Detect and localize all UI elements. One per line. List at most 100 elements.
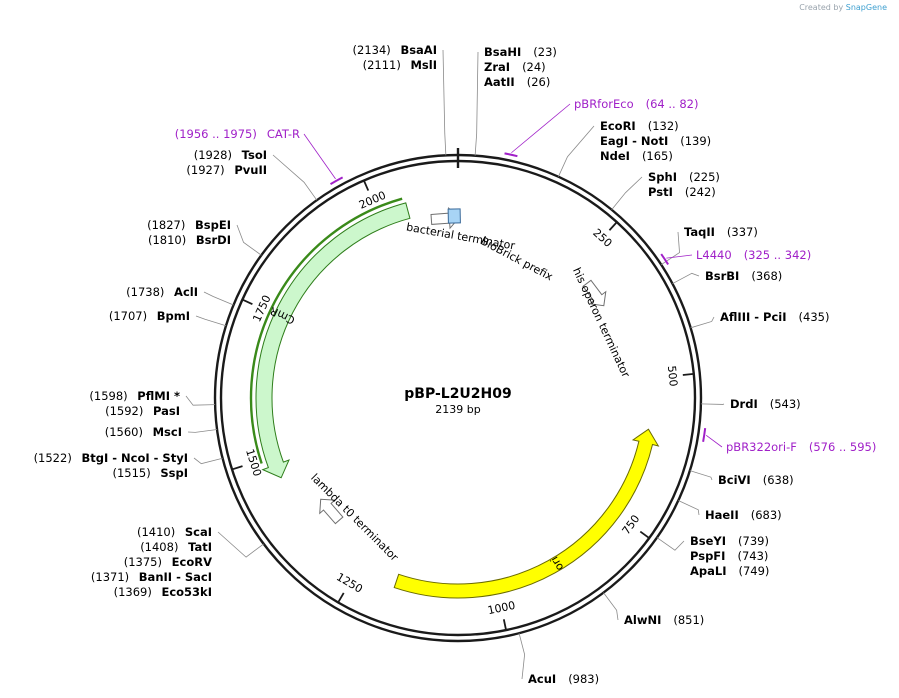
site-label: (1371) BanII - SacI [91, 570, 212, 584]
site-label: (1375) EcoRV [124, 555, 212, 569]
site-name: BpmI [157, 309, 190, 323]
site-position: (1927) [186, 163, 228, 177]
tick-mark [231, 465, 243, 471]
credit-brand: SnapGene [845, 3, 887, 12]
cmr-translation-bar [249, 197, 403, 464]
ori-feature-arrow [393, 428, 660, 599]
tick-label: 1000 [486, 599, 516, 617]
site-leader-line [272, 154, 318, 201]
primer-leader-line [511, 103, 571, 154]
site-leader-line [187, 429, 218, 433]
site-position: (368) [751, 269, 782, 283]
site-position: (638) [763, 473, 794, 487]
site-position: (1371) [91, 570, 133, 584]
site-position: (2134) [353, 43, 395, 57]
site-label: (1560) MscI [105, 425, 182, 439]
site-name: PasI [153, 404, 180, 418]
site-leader-line [700, 403, 725, 405]
primer-bar [660, 253, 669, 265]
site-leader-line [672, 272, 700, 285]
primer-range: (1956 .. 1975) [175, 127, 257, 141]
cmr-feature-arrow [255, 202, 411, 479]
his-operon-terminator-arrow [582, 279, 607, 307]
site-leader-line [193, 457, 223, 465]
his-operon-terminator-glyph [582, 279, 607, 307]
site-position: (1515) [112, 466, 154, 480]
tick-mark [639, 530, 650, 539]
tick-label: 1500 [243, 447, 264, 478]
site-name: TaqII [684, 225, 715, 239]
site-name: BtgI [81, 451, 108, 465]
site-position: (139) [680, 134, 711, 148]
site-label: (1522) BtgI- NcoI- StyI [34, 451, 188, 465]
site-label: (1928) TsoI [194, 148, 267, 162]
site-name: BseYI [690, 534, 726, 548]
site-label: (1927) PvuII [186, 163, 267, 177]
his-operon-terminator-label: his operon terminator [570, 266, 633, 380]
site-position: (1410) [137, 525, 179, 539]
primers: pBRforEco(64 .. 82)L4440(325 .. 342)pBR3… [175, 97, 877, 454]
lambda-t0-terminator-label: lambda t0 terminator [308, 471, 401, 564]
site-name: - SacI [176, 570, 212, 584]
site-name: BsaHI [484, 45, 521, 59]
biobrick-prefix-box [447, 208, 461, 224]
site-name: SphI [648, 170, 677, 184]
site-label: BsrBI(368) [705, 269, 782, 283]
site-position: (1827) [147, 218, 189, 232]
site-label: (1738) AclI [126, 285, 198, 299]
site-position: (242) [685, 185, 716, 199]
site-position: (435) [799, 310, 830, 324]
site-position: (739) [738, 534, 769, 548]
site-label: DrdI(543) [730, 397, 801, 411]
site-label: SphI(225) [648, 170, 720, 184]
site-label: HaeII(683) [705, 508, 782, 522]
primer-label: pBRforEco(64 .. 82) [574, 97, 699, 111]
tick-label: 1250 [334, 570, 365, 595]
site-position: (1522) [34, 451, 76, 465]
site-position: (1369) [114, 585, 156, 599]
primer-bar [504, 152, 518, 158]
primer-range: (576 .. 595) [809, 440, 877, 454]
lambda-t0-terminator-glyph [319, 498, 344, 525]
site-label: ZraI(24) [484, 60, 546, 74]
site-name: BspEI [195, 218, 231, 232]
site-position: (1707) [109, 309, 151, 323]
tick-mark [242, 298, 253, 305]
site-name: PspFI [690, 549, 725, 563]
site-position: (543) [770, 397, 801, 411]
site-name: EcoRV [172, 555, 212, 569]
primer-leader-line [303, 133, 336, 180]
center-label: pBP-L2U2H09 2139 bp [404, 386, 512, 416]
site-name: ScaI [185, 525, 212, 539]
tick-label: 750 [620, 512, 643, 537]
site-name: SspI [160, 466, 188, 480]
site-label: (1827) BspEI [147, 218, 231, 232]
site-position: (337) [727, 225, 758, 239]
site-label: (1810) BsrDI [148, 233, 231, 247]
site-position: (749) [739, 564, 770, 578]
site-name: BsaAI [400, 43, 437, 57]
site-leader-line [217, 531, 264, 558]
site-name: AatII [484, 75, 515, 89]
site-label: (1515) SspI [112, 466, 188, 480]
site-leader-line [474, 51, 479, 156]
primer-name: pBRforEco [574, 97, 634, 111]
lambda-t0-terminator-arrow [319, 498, 344, 525]
site-position: (743) [737, 549, 768, 563]
site-position: (26) [527, 75, 551, 89]
restriction-sites: BsaHI(23)ZraI(24)AatII(26)EcoRI(132)EagI… [34, 43, 830, 686]
site-leader-line [611, 176, 643, 210]
site-name: - NotI [632, 134, 668, 148]
site-label: EagI- NotI(139) [600, 134, 711, 148]
primer-label: L4440(325 .. 342) [696, 248, 811, 262]
site-label: EcoRI(132) [600, 119, 679, 133]
site-name: BanII [139, 570, 172, 584]
site-leader-line [690, 316, 715, 329]
site-leader-line [203, 291, 234, 306]
site-label: ApaLI(749) [690, 564, 769, 578]
tick-mark [608, 221, 618, 231]
site-leader-line [689, 470, 713, 481]
primer-leader-line [705, 434, 723, 448]
primer-name: L4440 [696, 248, 732, 262]
